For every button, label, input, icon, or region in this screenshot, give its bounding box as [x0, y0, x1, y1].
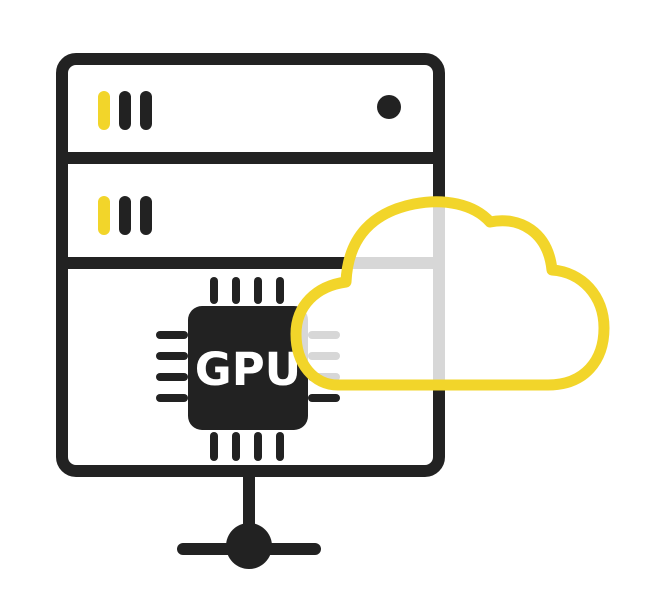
cloud-outline — [290, 196, 610, 391]
cloud-icon — [290, 196, 610, 391]
chip-pins-bottom — [210, 432, 284, 461]
server-bay-2 — [98, 196, 152, 235]
gpu-chip-label: GPU — [195, 343, 301, 396]
chip-body — [188, 306, 308, 430]
server-bay-1 — [98, 91, 401, 130]
chip-pins-left — [156, 331, 188, 402]
power-dot-icon — [377, 95, 401, 119]
network-node-icon — [177, 471, 321, 569]
network-hub — [226, 523, 272, 569]
chip-pins-top — [210, 277, 284, 304]
